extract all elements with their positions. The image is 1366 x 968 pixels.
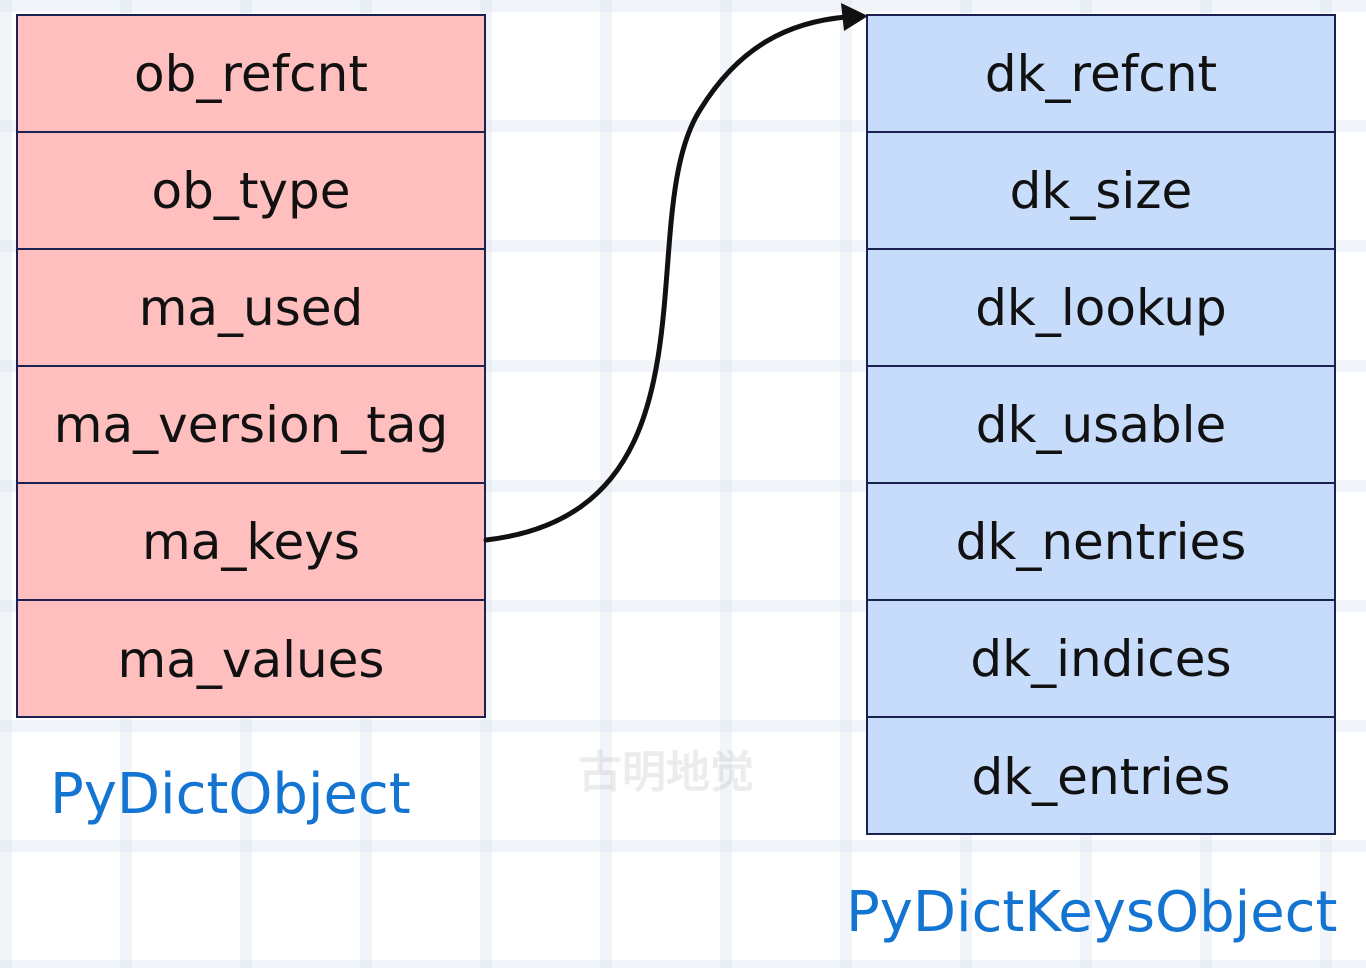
arrowhead-icon <box>841 3 868 31</box>
field-ma-keys: ma_keys <box>18 484 484 601</box>
pydictkeysobject-box: dk_refcnt dk_size dk_lookup dk_usable dk… <box>866 14 1336 835</box>
field-ma-version-tag: ma_version_tag <box>18 367 484 484</box>
field-ob-type: ob_type <box>18 133 484 250</box>
pydictobject-label: PyDictObject <box>50 762 411 827</box>
field-dk-refcnt: dk_refcnt <box>868 16 1334 133</box>
field-ma-used: ma_used <box>18 250 484 367</box>
field-dk-size: dk_size <box>868 133 1334 250</box>
pydictobject-box: ob_refcnt ob_type ma_used ma_version_tag… <box>16 14 486 718</box>
field-dk-indices: dk_indices <box>868 601 1334 718</box>
arrow-connector <box>483 14 849 543</box>
field-dk-lookup: dk_lookup <box>868 250 1334 367</box>
field-ma-values: ma_values <box>117 630 385 689</box>
field-dk-nentries: dk_nentries <box>868 484 1334 601</box>
watermark: 古明地觉 <box>578 747 754 798</box>
pydictkeysobject-label: PyDictKeysObject <box>846 880 1338 945</box>
field-ob-refcnt: ob_refcnt <box>18 16 484 133</box>
field-dk-usable: dk_usable <box>868 367 1334 484</box>
field-dk-entries: dk_entries <box>971 747 1231 806</box>
